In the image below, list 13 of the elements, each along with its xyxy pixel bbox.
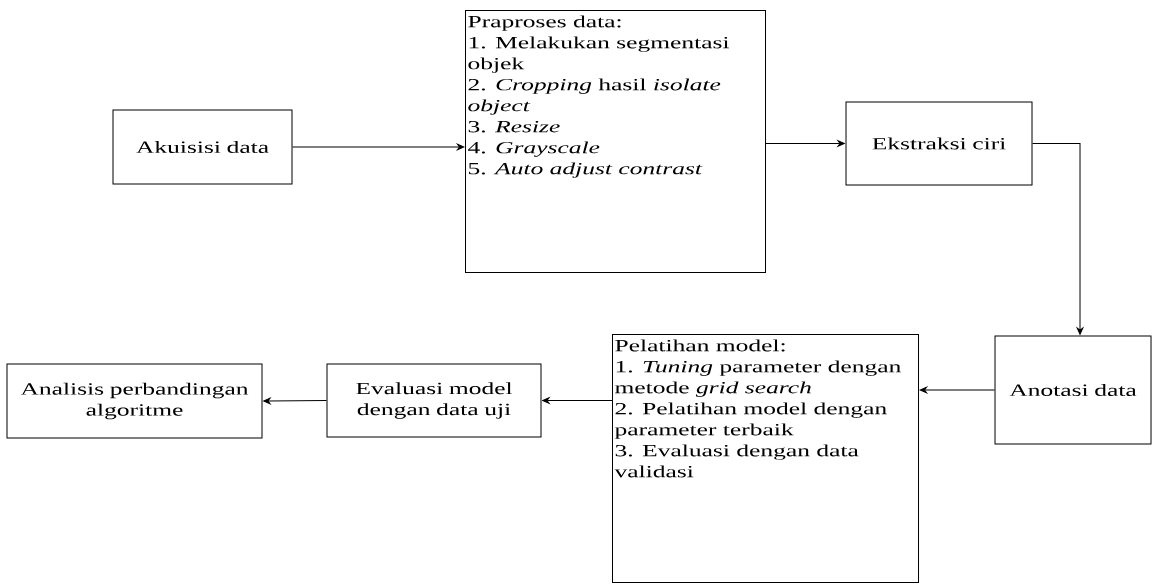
arrow (263, 397, 327, 405)
process-box: Anotasi data (994, 335, 1152, 445)
arrow (765, 140, 845, 147)
process-box: Pelatihan model: 1. Tuning parameter dengan metode grid search 2. Pelatihan model dengan parameter terbaik 3. Evaluasi dengan data validasi (612, 334, 919, 583)
arrow (292, 143, 465, 151)
process-box: Analisis perbandingan algoritme (6, 363, 263, 439)
arrow (1032, 143, 1084, 335)
process-box: Ekstraksi ciri (845, 101, 1033, 186)
arrow (542, 397, 613, 404)
process-box: Praproses data: 1. Melakukan segmentasi objek 2. Cropping hasil isolate object 3. Resize 4. Grayscale 5. Auto adjust contrast (465, 10, 766, 273)
process-box: Akuisisi data (112, 109, 293, 185)
process-box: Evaluasi model dengan data uji (326, 363, 542, 438)
arrow (919, 386, 995, 394)
